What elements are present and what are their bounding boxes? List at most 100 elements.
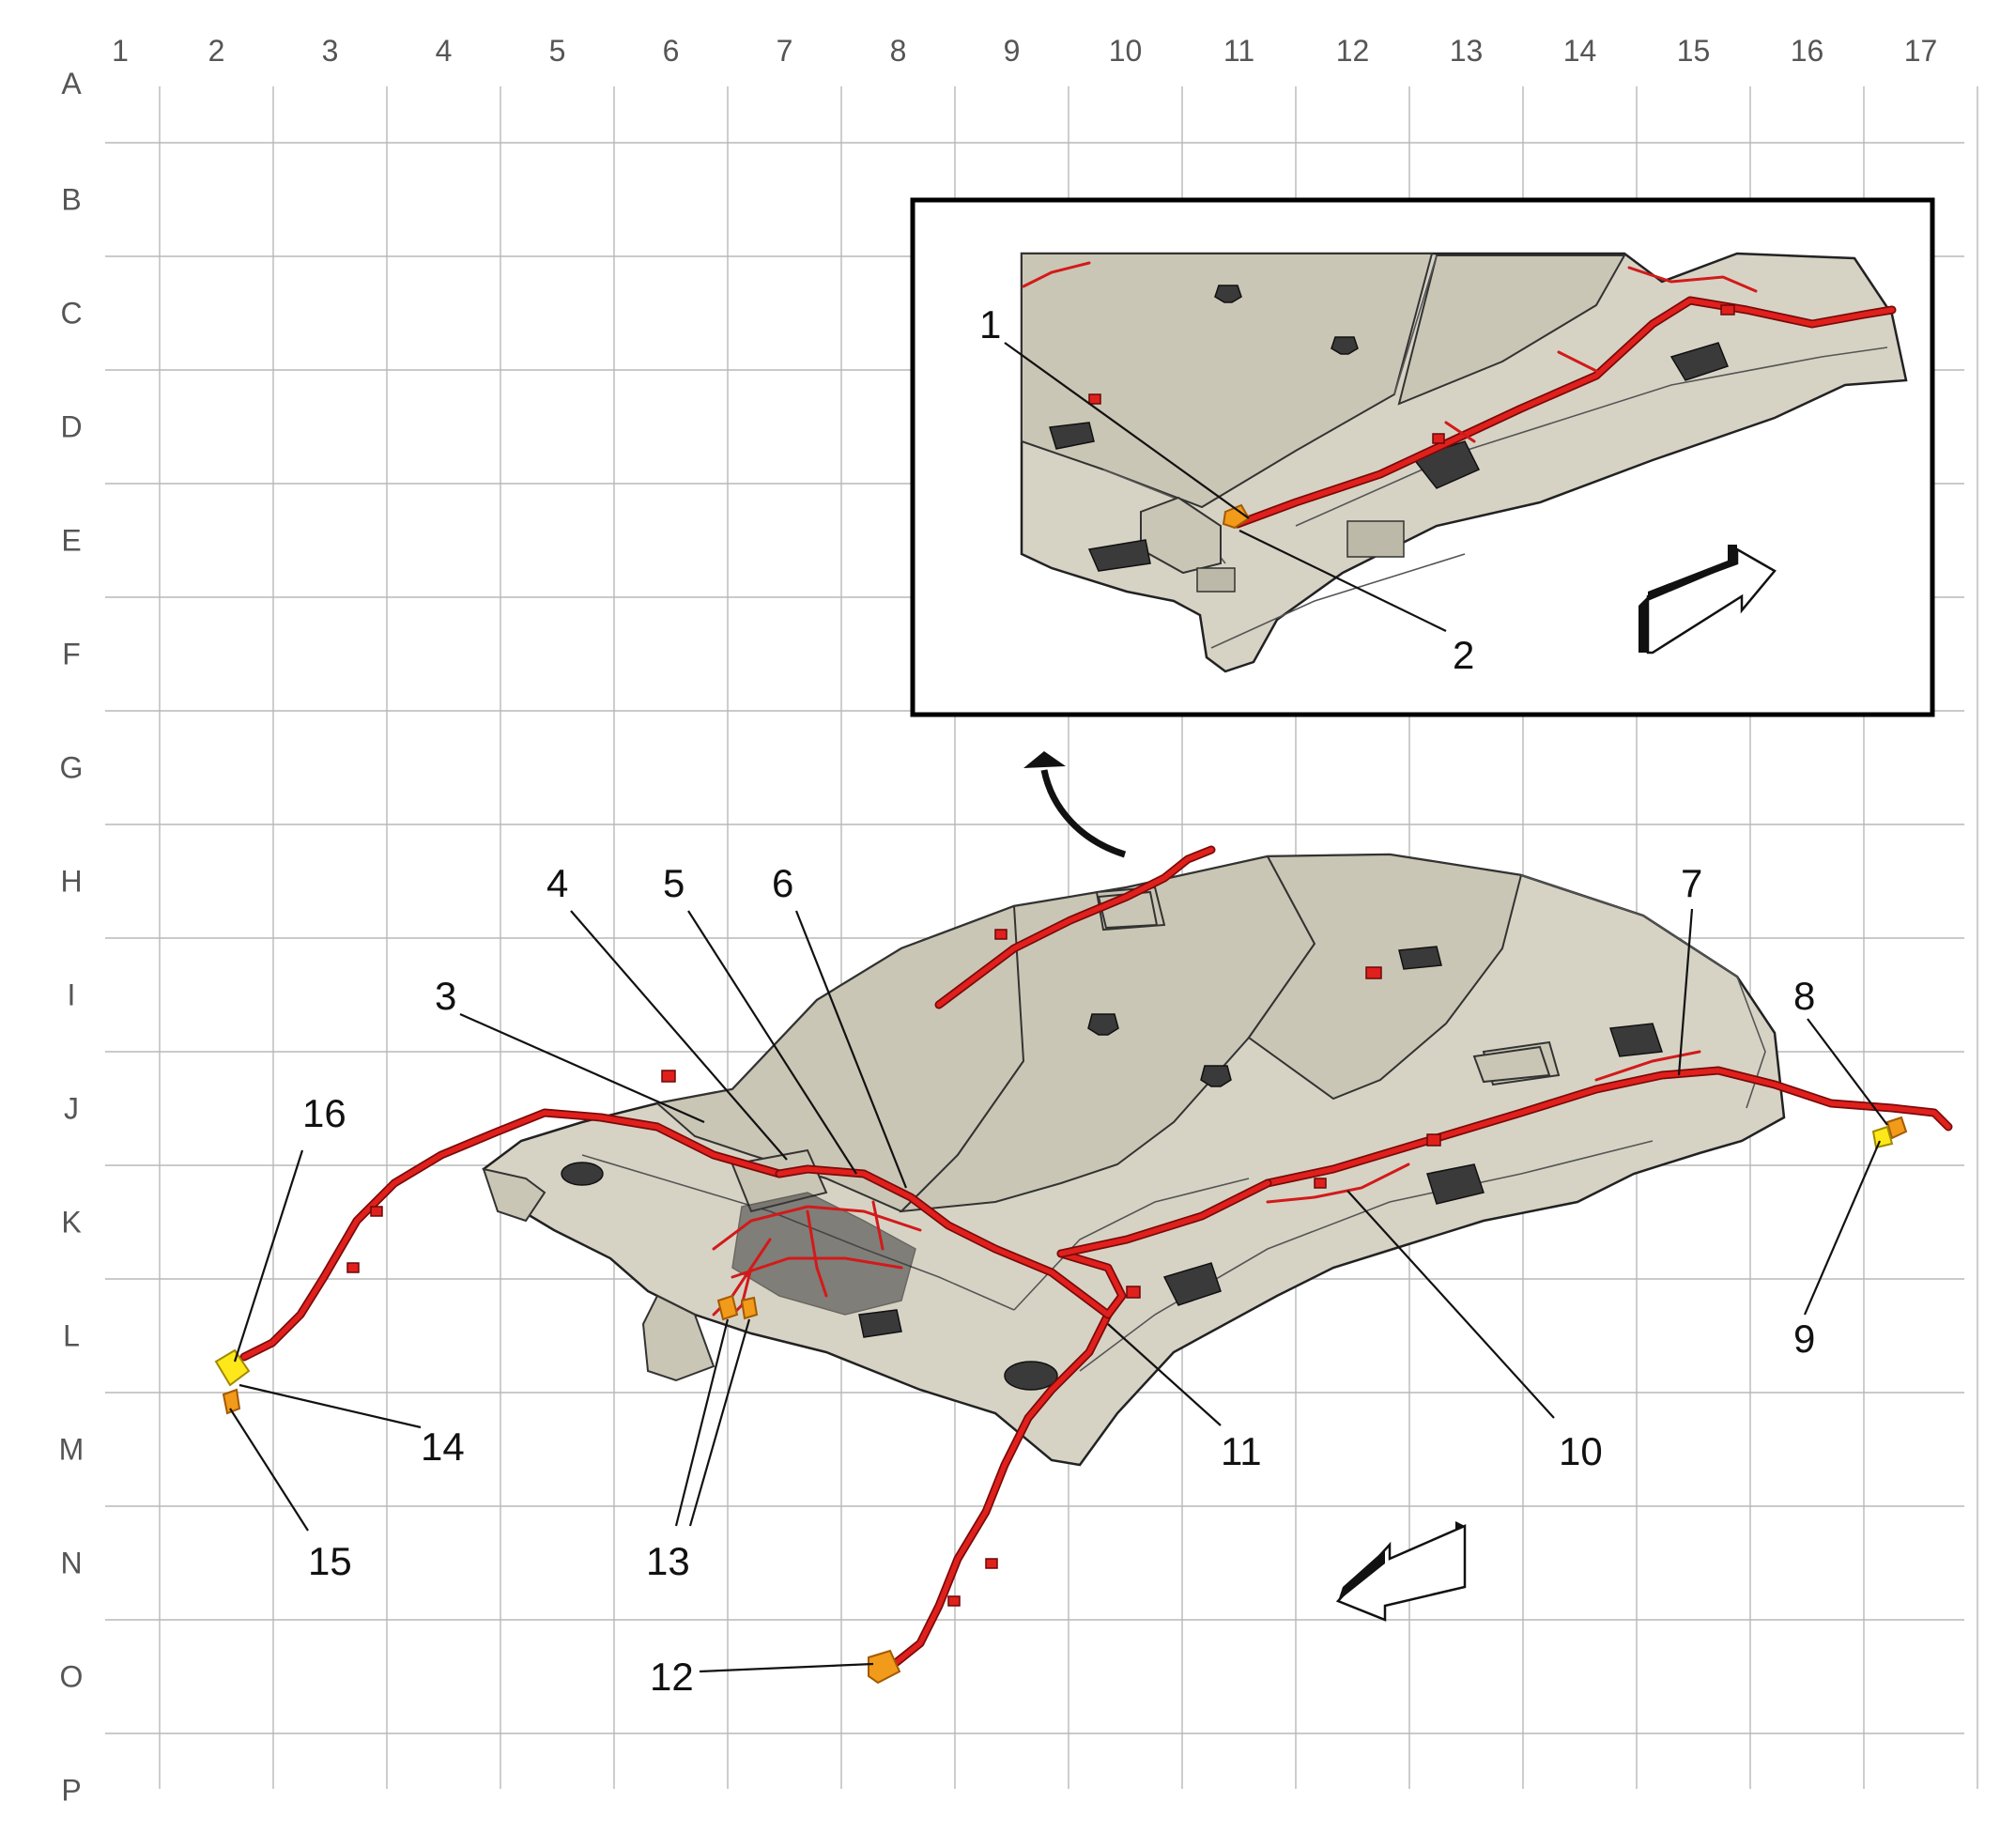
callout-11: 11 bbox=[1221, 1429, 1262, 1473]
leader-11 bbox=[1107, 1323, 1222, 1426]
detail-clip-red-3 bbox=[1088, 393, 1101, 405]
leader-10 bbox=[1346, 1190, 1555, 1419]
harness-down-branch bbox=[894, 1312, 1111, 1665]
grid-column-label: 5 bbox=[549, 34, 566, 68]
harness-console-branches bbox=[712, 1200, 922, 1317]
grid-column-label: 6 bbox=[663, 34, 680, 68]
detail-lower-edge bbox=[1210, 553, 1466, 649]
grid-row-label: G bbox=[60, 751, 84, 785]
grid-row-label: K bbox=[61, 1206, 81, 1240]
grab-handle-4 bbox=[1608, 1023, 1664, 1057]
detail-grab-handle-2 bbox=[1669, 342, 1729, 381]
callout-4: 4 bbox=[546, 861, 568, 905]
grid-column-label: 1 bbox=[112, 34, 129, 68]
main-harness bbox=[214, 845, 1953, 1685]
detail-roof-clip-2 bbox=[1331, 336, 1359, 355]
callout-2: 2 bbox=[1453, 633, 1474, 677]
leader-5 bbox=[687, 910, 857, 1175]
grab-handle-1 bbox=[1162, 1262, 1222, 1306]
callout-13: 13 bbox=[646, 1539, 690, 1583]
main-headliner bbox=[482, 853, 1786, 1467]
detail-inset bbox=[910, 197, 1935, 717]
callout-3: 3 bbox=[435, 974, 456, 1018]
harness-clip-8 bbox=[985, 1558, 998, 1569]
harness-top-run bbox=[936, 847, 1214, 1008]
grid-column-label: 12 bbox=[1336, 34, 1370, 68]
grid-row-label: J bbox=[64, 1092, 79, 1126]
connector-13b bbox=[740, 1296, 759, 1320]
callout-1: 1 bbox=[979, 302, 1001, 346]
grid-row-label: O bbox=[60, 1660, 84, 1694]
leader-16 bbox=[233, 1149, 304, 1363]
detail-roof-panel-left bbox=[1021, 253, 1434, 509]
leader-3 bbox=[459, 1012, 705, 1124]
grid-column-label: 10 bbox=[1109, 34, 1143, 68]
grid-column-label: 14 bbox=[1563, 34, 1597, 68]
harness-branch-10 bbox=[1266, 1163, 1410, 1204]
rear-header-tab bbox=[641, 1294, 715, 1382]
detail-harness-front bbox=[1022, 261, 1091, 288]
grid-column-label: 17 bbox=[1904, 34, 1938, 68]
detail-connector-1 bbox=[1222, 503, 1251, 530]
grid-column-label: 15 bbox=[1677, 34, 1711, 68]
grid-column-label: 8 bbox=[890, 34, 907, 68]
grid-column-label: 3 bbox=[322, 34, 339, 68]
grid-row-label: D bbox=[60, 410, 82, 444]
harness-clip-10 bbox=[1365, 966, 1382, 979]
headliner-side-rail-right bbox=[1520, 874, 1766, 1109]
connector-9 bbox=[1871, 1125, 1894, 1149]
harness-clip-3 bbox=[1126, 1286, 1141, 1299]
leader-2 bbox=[1238, 530, 1447, 632]
grid-column-label: 16 bbox=[1791, 34, 1824, 68]
callout-12: 12 bbox=[650, 1655, 694, 1699]
grid-column-label: 4 bbox=[436, 34, 453, 68]
connector-16 bbox=[214, 1348, 251, 1387]
leader-14 bbox=[238, 1383, 422, 1429]
grid-column-label: 13 bbox=[1450, 34, 1484, 68]
detail-block bbox=[1196, 567, 1236, 593]
callout-16: 16 bbox=[302, 1091, 346, 1135]
callout-8: 8 bbox=[1793, 974, 1815, 1018]
harness-clip-5 bbox=[370, 1206, 383, 1217]
harness-left-trunk bbox=[241, 1110, 782, 1360]
roof-clip-1 bbox=[1087, 1013, 1119, 1036]
grid-row-label: L bbox=[63, 1319, 80, 1353]
grid-row-label: A bbox=[61, 67, 82, 100]
detail-roof-panel-right bbox=[1397, 254, 1626, 406]
harness-branch-near-7 bbox=[1594, 1050, 1701, 1082]
detail-roof-clip-1 bbox=[1214, 285, 1242, 303]
leader-8 bbox=[1807, 1018, 1888, 1126]
roof-clip-2 bbox=[1200, 1065, 1232, 1087]
leader-4 bbox=[570, 910, 788, 1161]
leader-7 bbox=[1677, 908, 1694, 1076]
grid-row-label: E bbox=[61, 524, 81, 558]
detail-front-clips bbox=[1087, 539, 1151, 572]
grid-row-label: P bbox=[61, 1774, 81, 1808]
detail-clip-red-1 bbox=[1432, 433, 1445, 444]
detail-view-curved-arrow-icon bbox=[1023, 751, 1127, 858]
harness-clip-7 bbox=[994, 929, 1008, 940]
callout-10: 10 bbox=[1559, 1429, 1603, 1473]
leader-1 bbox=[1004, 342, 1250, 519]
connector-12 bbox=[868, 1649, 901, 1685]
rear-roof-panel bbox=[1247, 853, 1523, 1101]
grab-handle-3 bbox=[858, 1309, 902, 1338]
harness-center-link bbox=[1058, 1180, 1270, 1256]
leader-6 bbox=[794, 910, 908, 1189]
harness-clip-4 bbox=[661, 1070, 676, 1083]
callout-6: 6 bbox=[772, 861, 793, 905]
callout-5: 5 bbox=[663, 861, 685, 905]
leader-15 bbox=[229, 1408, 309, 1532]
headliner-trim-edge bbox=[1079, 1140, 1654, 1372]
leader-9 bbox=[1803, 1140, 1882, 1316]
callout-14: 14 bbox=[421, 1424, 465, 1469]
grid-column-label: 11 bbox=[1223, 34, 1254, 68]
detail-side-rail bbox=[1295, 346, 1888, 527]
grid-row-label: H bbox=[60, 865, 82, 899]
right-roof-pad bbox=[1472, 1045, 1551, 1084]
harness-clip-1 bbox=[1426, 1133, 1441, 1147]
leader-12 bbox=[699, 1662, 874, 1673]
detail-harness bbox=[1235, 298, 1895, 527]
